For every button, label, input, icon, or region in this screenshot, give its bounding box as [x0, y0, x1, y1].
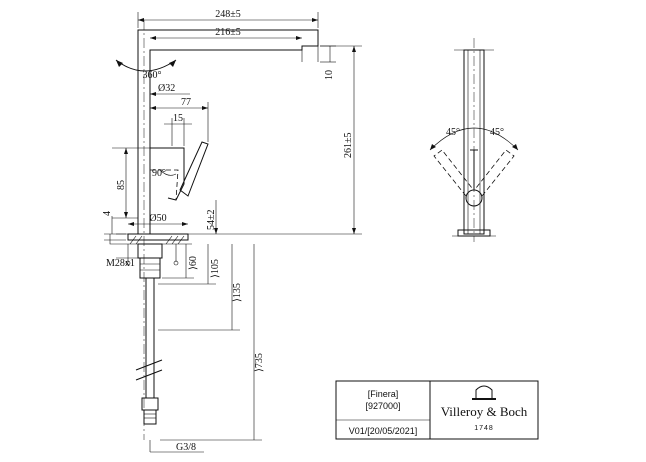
break-mark	[135, 359, 163, 371]
dim-width-total: 248±5	[215, 9, 241, 20]
threaded-stem	[137, 243, 163, 259]
side-angle-left: 45°	[446, 127, 460, 138]
dim-77: 77	[181, 97, 191, 108]
article-number: [927000]	[365, 401, 400, 411]
angle-arc-90	[159, 169, 177, 176]
dim-deck-54: 54±2	[206, 210, 217, 231]
dim-thread: M28x1	[106, 258, 135, 269]
dim-135: ⟩135	[232, 283, 243, 302]
dim-height-total: 261±5	[343, 133, 354, 159]
side-view: 45° 45°	[429, 38, 519, 242]
dim-diameter-32: Ø32	[158, 83, 175, 94]
front-view	[109, 20, 319, 440]
dim-connection: G3/8	[176, 442, 196, 453]
base-flange	[127, 233, 189, 241]
dim-width-spout: 216±5	[215, 27, 241, 38]
hose-fitting	[141, 397, 159, 411]
handle-right-position	[475, 149, 515, 197]
side-angle-right: 45°	[490, 127, 504, 138]
base-hatch	[129, 235, 185, 245]
hose-nut	[143, 409, 157, 425]
dim-85: 85	[116, 180, 127, 190]
brand-year: 1748	[474, 425, 494, 432]
dim-diameter-50: Ø50	[149, 213, 166, 224]
handle-lever	[179, 141, 209, 197]
product-name: [Finera]	[368, 389, 399, 399]
handle-left-position	[433, 149, 473, 197]
dim-angle-90: 90°	[152, 168, 166, 179]
break-mark	[135, 369, 163, 381]
dim-10: 10	[324, 70, 335, 80]
handle-body	[150, 147, 185, 201]
front-dimensions: 248±5 216±5 360° 10 261±5 Ø32 77 15	[102, 9, 362, 453]
mounting-nut	[139, 257, 161, 279]
dim-rotation: 360°	[143, 70, 162, 81]
dim-15: 15	[173, 113, 183, 124]
brand-name: Villeroy & Boch	[441, 404, 528, 419]
handle-hidden-line	[150, 169, 179, 201]
dim-4: 4	[102, 211, 113, 216]
dim-735: ⟩735	[254, 353, 265, 372]
version-date: V01/[20/05/2021]	[349, 426, 418, 436]
side-angle-arc	[429, 127, 519, 151]
side-body	[463, 49, 485, 235]
title-block: [Finera] [927000] V01/[20/05/2021] Ville…	[335, 380, 539, 440]
dim-60: ⟩60	[188, 256, 199, 270]
brand-logo-icon	[472, 385, 496, 400]
dim-105: ⟩105	[210, 259, 221, 278]
spout-outline	[137, 29, 319, 234]
counter-surface	[109, 234, 192, 245]
